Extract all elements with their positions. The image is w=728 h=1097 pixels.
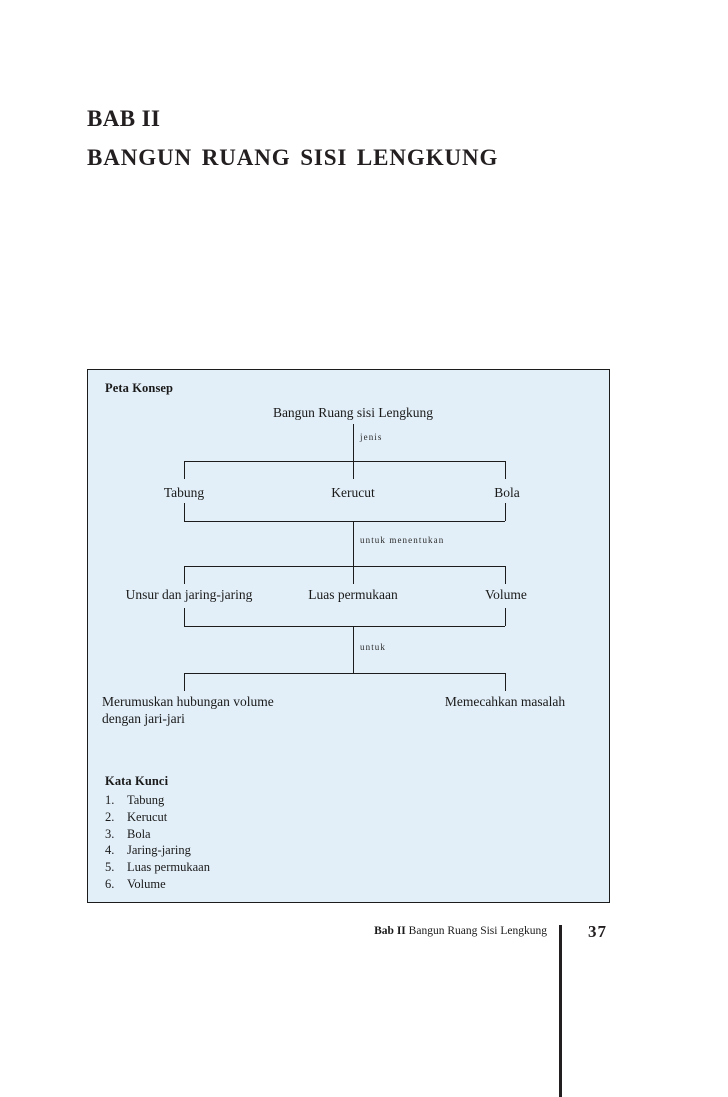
footer-chapter-rest: Bangun Ruang Sisi Lengkung (405, 925, 547, 937)
connector-level1-left-leg-bottom (184, 503, 185, 521)
list-item-number: 4. (105, 843, 115, 858)
connector-level2-left-leg-bottom (184, 608, 185, 626)
list-item-number: 5. (105, 860, 115, 875)
list-item-number: 1. (105, 793, 115, 807)
diagram-node-kerucut: Kerucut (331, 485, 375, 500)
list-item-label: Bola (127, 826, 151, 841)
diagram-node-luas-permukaan: Luas permukaan (308, 587, 398, 602)
connector-level3-right-leg (505, 673, 506, 691)
footer-chapter-label: Bab II Bangun Ruang Sisi Lengkung (374, 925, 547, 937)
connector-level1-left-leg (184, 461, 185, 479)
list-item: 5. Luas permukaan (105, 859, 210, 876)
diagram-node-bola: Bola (494, 485, 520, 500)
connector-level2-right-leg (505, 566, 506, 584)
edge-label-untuk-menentukan: untuk menentukan (360, 535, 445, 545)
connector-level1-right-leg (505, 461, 506, 479)
list-item-label: Kerucut (127, 809, 168, 824)
connector-level2-stem (353, 521, 354, 566)
list-item-label: Luas permukaan (127, 860, 210, 875)
connector-level3-stem (353, 626, 354, 673)
diagram-node-volume: Volume (485, 587, 527, 602)
diagram-node-unsur-jaring: Unsur dan jaring-jaring (125, 587, 253, 602)
page-number: 37 (588, 922, 607, 941)
list-item: 6. Volume (105, 876, 210, 893)
list-item-label: Tabung (127, 793, 165, 807)
list-item: 1. Tabung (105, 792, 210, 809)
list-item-number: 6. (105, 876, 115, 891)
page-title: BAB II BANGUN RUANG SISI LENGKUNG (87, 104, 607, 175)
connector-level1-bottom-bar (184, 521, 505, 522)
diagram-node-merumuskan-hubungan: Merumuskan hubungan volume dengan jari-j… (102, 694, 274, 726)
connector-root-stem (353, 424, 354, 461)
footer-chapter-bold: Bab II (374, 925, 406, 937)
connector-level3-top-bar (184, 673, 505, 674)
chapter-number: BAB II (87, 106, 161, 131)
edge-label-untuk: untuk (360, 642, 387, 652)
concept-map-panel: Peta Konsep Bangun Ruang sisi Lengkung j… (87, 369, 610, 903)
list-item: 3. Bola (105, 826, 210, 843)
connector-level1-center-leg (353, 461, 354, 479)
connector-level2-bottom-bar (184, 626, 505, 627)
connector-level2-center-leg (353, 566, 354, 584)
footer-vertical-rule (559, 925, 562, 1097)
connector-level2-left-leg (184, 566, 185, 584)
diagram-node-memecahkan-masalah: Memecahkan masalah (444, 694, 566, 709)
kata-kunci-heading: Kata Kunci (105, 774, 169, 788)
edge-label-jenis: jenis (360, 432, 383, 442)
chapter-title: BANGUN RUANG SISI LENGKUNG (87, 145, 499, 170)
list-item-number: 3. (105, 826, 115, 841)
connector-level1-top-bar (184, 461, 505, 462)
diagram-node-tabung: Tabung (163, 485, 205, 500)
list-item-label: Jaring-jaring (127, 843, 191, 858)
peta-konsep-heading: Peta Konsep (105, 381, 174, 395)
list-item-label: Volume (127, 876, 166, 891)
list-item-number: 2. (105, 809, 115, 824)
connector-level2-top-bar (184, 566, 505, 567)
diagram-node-root: Bangun Ruang sisi Lengkung (272, 405, 434, 420)
kata-kunci-list: 1. Tabung 2. Kerucut 3. Bola 4. Jaring-jarin… (105, 792, 210, 893)
connector-level1-right-leg-bottom (505, 503, 506, 521)
list-item: 2. Kerucut (105, 809, 210, 826)
page-footer: Bab II Bangun Ruang Sisi Lengkung 37 (330, 922, 620, 948)
concept-map-diagram: Bangun Ruang sisi Lengkung jenis Tabung … (88, 370, 611, 770)
list-item: 4. Jaring-jaring (105, 842, 210, 859)
connector-level2-right-leg-bottom (505, 608, 506, 626)
connector-level3-left-leg (184, 673, 185, 691)
